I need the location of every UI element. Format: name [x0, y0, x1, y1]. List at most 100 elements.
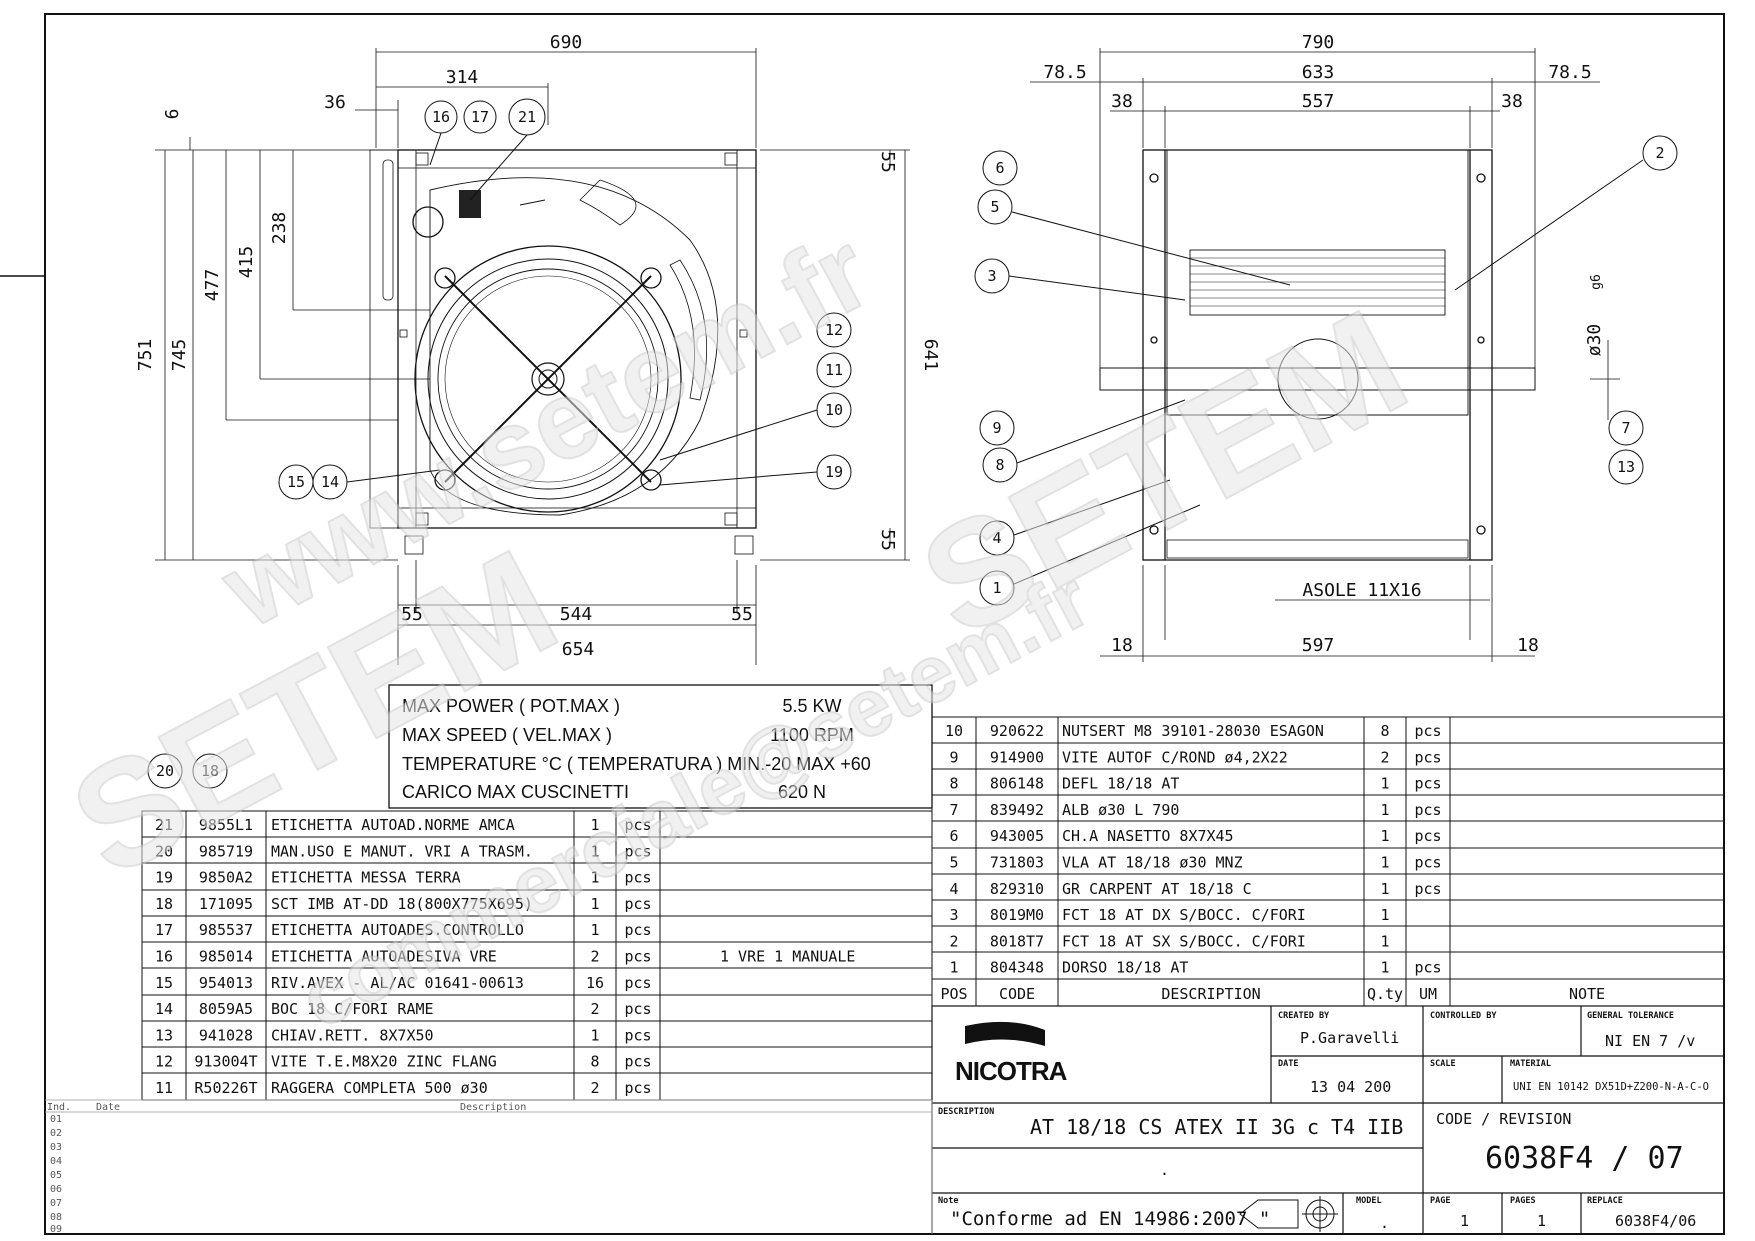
spec-label: MAX POWER ( POT.MAX ) — [402, 696, 620, 716]
dim-597: 597 — [1302, 635, 1335, 656]
bom-cell-code: 985719 — [199, 842, 253, 860]
dim-314: 314 — [446, 67, 479, 88]
bom-cell-desc: FCT 18 AT DX S/BOCC. C/FORI — [1062, 906, 1306, 924]
bom-cell-pos: 15 — [155, 974, 173, 992]
date-value: 13 04 200 — [1310, 1078, 1391, 1096]
dim-690: 690 — [550, 32, 583, 53]
bom-cell-desc: DORSO 18/18 AT — [1062, 959, 1188, 977]
bom-cell-pos: 12 — [155, 1053, 173, 1071]
pages-value: 1 — [1537, 1212, 1546, 1230]
revision-row: 06 — [50, 1184, 62, 1195]
front-balloons — [147, 98, 852, 789]
balloon-19: 19 — [825, 463, 843, 481]
bom-cell-qty: 2 — [590, 1079, 599, 1097]
bom-cell-desc: ETICHETTA AUTOAD.NORME AMCA — [271, 816, 515, 834]
side-dimension-texts: 790 78.5 633 78.5 38 557 38 18 597 18 ø3… — [1043, 32, 1605, 656]
bom-cell-pos: 13 — [155, 1026, 173, 1044]
bom-cell-code: 9850A2 — [199, 869, 253, 887]
bom-cell-um: pcs — [624, 1026, 651, 1044]
balloon-15: 15 — [287, 473, 305, 491]
bom-cell-pos: 5 — [949, 854, 958, 872]
dim-38-left: 38 — [1111, 91, 1133, 112]
bom-cell-pos: 3 — [949, 906, 958, 924]
dim-shaft-30: ø30 — [1584, 324, 1605, 357]
bom-cell-pos: 4 — [949, 880, 958, 898]
bom-cell-um: pcs — [624, 1079, 651, 1097]
controlled-by-label: CONTROLLED BY — [1430, 1011, 1497, 1021]
bom-cell-code: 8059A5 — [199, 1000, 253, 1018]
note-label: Note — [938, 1196, 958, 1206]
revision-description-label: Description — [460, 1102, 526, 1113]
description-label: DESCRIPTION — [938, 1107, 994, 1117]
bom-cell-um: pcs — [624, 1000, 651, 1018]
bom-cell-pos: 6 — [949, 827, 958, 845]
spec-value: 5.5 KW — [782, 696, 841, 716]
front-balloon-labels: 16 17 21 12 11 10 19 15 14 20 18 — [156, 108, 843, 780]
bom-cell-pos: 17 — [155, 921, 173, 939]
dim-6: 6 — [162, 109, 183, 120]
bom-cell-qty: 1 — [1380, 854, 1389, 872]
bom-cell-code: 171095 — [199, 895, 253, 913]
bom-cell-desc: VITE T.E.M8X20 ZINC FLANG — [271, 1053, 497, 1071]
bom-cell-desc: DEFL 18/18 AT — [1062, 775, 1179, 793]
bom-cell-code: 731803 — [990, 854, 1044, 872]
bom-cell-um: pcs — [1414, 854, 1441, 872]
balloon-13: 13 — [1617, 458, 1635, 476]
bom-cell-code: R50226T — [194, 1079, 257, 1097]
bom-cell-desc: ETICHETTA AUTOADESIVA VRE — [271, 948, 497, 966]
bom-cell-um: pcs — [1414, 959, 1441, 977]
replace-value: 6038F4/06 — [1615, 1212, 1696, 1230]
dim-641: 641 — [920, 339, 941, 372]
bom-cell-desc: CH.A NASETTO 8X7X45 — [1062, 827, 1234, 845]
model-label: MODEL — [1356, 1196, 1382, 1206]
revision-labels: Ind. Date Description 01 02 03 04 05 06 … — [47, 1102, 526, 1235]
bom-cell-desc: FCT 18 AT SX S/BOCC. C/FORI — [1062, 932, 1306, 950]
bom-cell-um: pcs — [1414, 880, 1441, 898]
balloon-14: 14 — [321, 473, 339, 491]
header-description: DESCRIPTION — [1161, 985, 1260, 1003]
bom-cell-code: 941028 — [199, 1026, 253, 1044]
bom-cell-qty: 1 — [1380, 906, 1389, 924]
bom-cell-qty: 1 — [590, 895, 599, 913]
bom-cell-desc: NUTSERT M8 39101-28030 ESAGON — [1062, 722, 1324, 740]
revision-row: 05 — [50, 1170, 62, 1181]
bom-cell-qty: 1 — [1380, 801, 1389, 819]
dim-751: 751 — [135, 339, 156, 372]
bom-cell-um: pcs — [624, 816, 651, 834]
note-value: "Conforme ad EN 14986:2007 " — [950, 1208, 1270, 1230]
balloon-11: 11 — [825, 361, 843, 379]
sheet-border — [44, 13, 1725, 1235]
front-dimension-lines — [155, 48, 910, 665]
asole-label: ASOLE 11X16 — [1302, 580, 1421, 601]
revision-row: 09 — [50, 1224, 62, 1235]
bom-cell-qty: 1 — [590, 1026, 599, 1044]
dim-shaft-tolerance: g6 — [1589, 274, 1604, 290]
spec-label: MAX SPEED ( VEL.MAX ) — [402, 725, 612, 745]
dim-55-left: 55 — [401, 604, 423, 625]
bom-cell-desc: VITE AUTOF C/ROND ø4,2X22 — [1062, 748, 1288, 766]
bom-cell-qty: 1 — [1380, 775, 1389, 793]
dim-18-right: 18 — [1517, 635, 1539, 656]
front-dimension-texts: 690 314 36 6 751 745 477 415 238 641 55 … — [135, 32, 941, 660]
bom-cell-um: pcs — [624, 974, 651, 992]
scale-label: SCALE — [1430, 1059, 1456, 1069]
bom-cell-desc: ALB ø30 L 790 — [1062, 801, 1179, 819]
bom-cell-pos: 1 — [949, 959, 958, 977]
bom-cell-desc: GR CARPENT AT 18/18 C — [1062, 880, 1252, 898]
created-by-label: CREATED BY — [1278, 1011, 1330, 1021]
side-balloon-labels: 6 5 3 9 8 4 1 2 7 13 — [987, 144, 1664, 597]
bom-cell-um: pcs — [624, 948, 651, 966]
bom-cell-desc: RAGGERA COMPLETA 500 ø30 — [271, 1079, 488, 1097]
created-by-value: P.Garavelli — [1300, 1029, 1399, 1047]
balloon-8: 8 — [995, 456, 1004, 474]
bom-cell-desc: VLA AT 18/18 ø30 MNZ — [1062, 854, 1243, 872]
bom-cell-desc: SCT IMB AT-DD 18(800X775X695) — [271, 895, 533, 913]
bom-cell-code: 806148 — [990, 775, 1044, 793]
revision-row: 08 — [50, 1212, 62, 1223]
dim-415: 415 — [236, 246, 257, 279]
bom-cell-code: 804348 — [990, 959, 1044, 977]
balloon-10: 10 — [825, 401, 843, 419]
dim-55-top: 55 — [877, 151, 898, 173]
